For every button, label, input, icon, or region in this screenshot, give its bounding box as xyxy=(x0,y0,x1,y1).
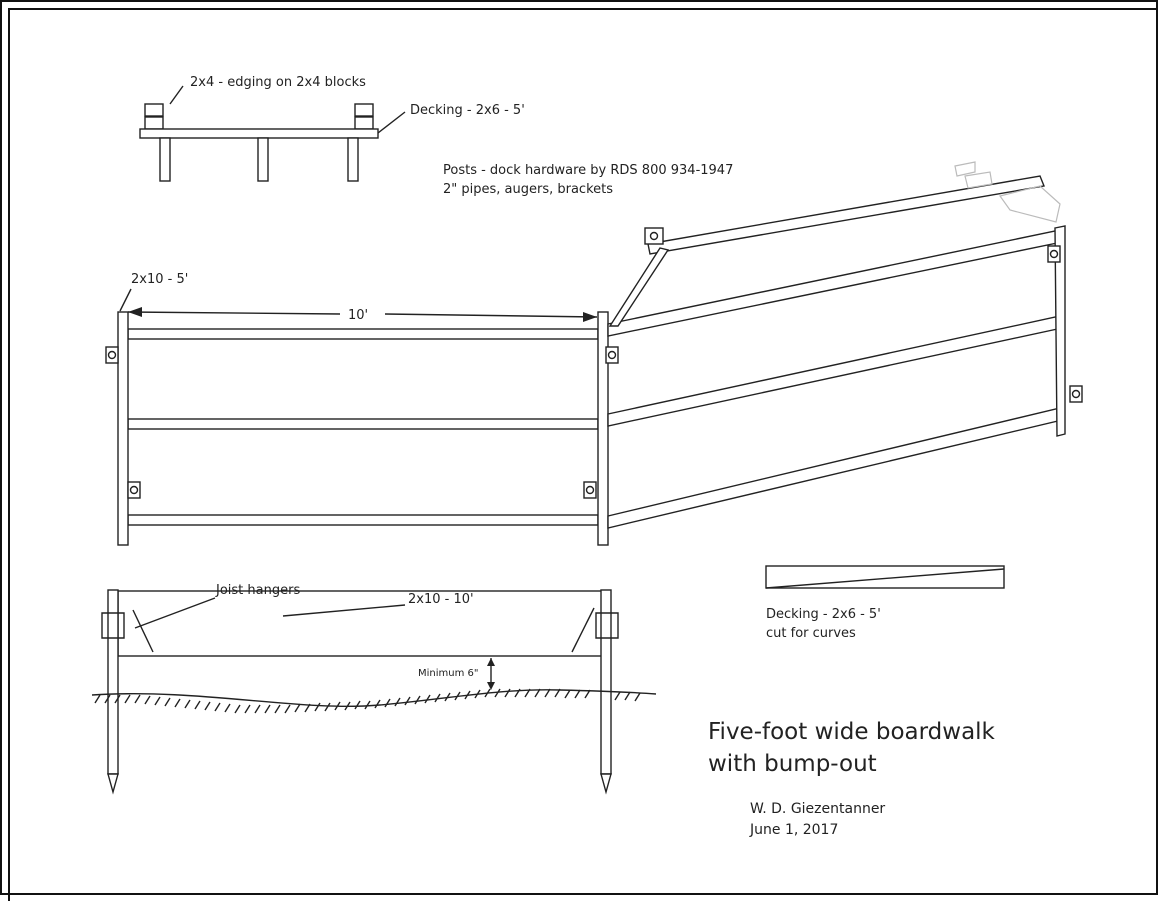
label-decking-cut-line2: cut for curves xyxy=(766,626,856,641)
leader-edging xyxy=(169,85,184,105)
label-joist-hangers: Joist hangers xyxy=(215,583,300,598)
side-elevation-view xyxy=(91,589,657,795)
bracket-6 xyxy=(1069,385,1083,403)
arrowhead-right xyxy=(583,312,597,322)
elevation-post-left xyxy=(107,589,119,775)
label-decking-cut-line1: Decking - 2x6 - 5' xyxy=(766,607,881,622)
edging-block-left-top xyxy=(144,103,164,117)
label-rim-board: 2x10 - 5' xyxy=(131,272,188,287)
ground-line xyxy=(91,689,657,707)
bracket-6-hole xyxy=(1071,389,1081,399)
label-joist: 2x10 - 10' xyxy=(408,592,474,607)
bracket-3 xyxy=(583,481,597,499)
bracket-upper-hole xyxy=(649,231,659,241)
joist-hanger-right xyxy=(571,607,595,653)
bracket-1 xyxy=(105,346,119,364)
post-center xyxy=(257,137,269,182)
post-tip-left xyxy=(107,773,119,795)
clearance-arrow-up xyxy=(487,658,495,666)
post-right xyxy=(347,137,359,182)
arrowhead-left xyxy=(128,307,142,317)
angled-beam-bottom xyxy=(607,407,1063,529)
bracket-1-hole xyxy=(107,350,117,360)
beam-top xyxy=(127,328,599,340)
bracket-4-hole xyxy=(607,350,617,360)
author-date: June 1, 2017 xyxy=(749,822,838,838)
rim-board-far xyxy=(1054,225,1066,437)
inner-border xyxy=(8,8,1157,901)
post-left xyxy=(159,137,171,182)
elevation-post-right xyxy=(600,589,612,775)
title-line1: Five-foot wide boardwalk xyxy=(708,719,996,745)
bracket-2-hole xyxy=(129,485,139,495)
edging-block-left-bottom xyxy=(144,116,164,130)
label-span: 10' xyxy=(348,308,368,323)
leader-joist xyxy=(282,604,406,617)
bracket-3-hole xyxy=(585,485,595,495)
leader-joist-hangers xyxy=(134,597,216,629)
ground-hatching xyxy=(94,688,641,714)
rim-board-left xyxy=(117,311,129,546)
label-decking-top: Decking - 2x6 - 5' xyxy=(410,103,525,118)
hanger-brackets xyxy=(101,612,619,639)
dimension-line-left xyxy=(127,311,341,315)
rim-board-middle xyxy=(597,311,609,546)
faded-deck-board xyxy=(647,175,1045,255)
diagonal-brace xyxy=(608,247,670,327)
label-posts-line1: Posts - dock hardware by RDS 800 934-194… xyxy=(443,163,733,178)
label-minimum: Minimum 6" xyxy=(418,668,478,679)
leader-decking xyxy=(377,111,406,134)
decking-cut-board xyxy=(765,565,1005,589)
decking-cut-detail xyxy=(765,565,1005,589)
title-line2: with bump-out xyxy=(708,751,877,777)
post-tip-right xyxy=(600,773,612,795)
leader-rim-board xyxy=(119,288,132,312)
label-edging: 2x4 - edging on 2x4 blocks xyxy=(190,75,366,90)
author-name: W. D. Giezentanner xyxy=(750,801,885,817)
label-posts-line2: 2" pipes, augers, brackets xyxy=(443,182,613,197)
bracket-2 xyxy=(127,481,141,499)
bracket-4 xyxy=(605,346,619,364)
plan-view xyxy=(105,161,1083,546)
edging-block-right-bottom xyxy=(354,116,374,130)
bracket-5-hole xyxy=(1049,249,1059,259)
decking-board xyxy=(139,128,379,139)
bracket-upper xyxy=(644,227,664,245)
beam-bottom xyxy=(127,514,599,526)
faded-sketch xyxy=(954,161,1061,223)
cross-section-view xyxy=(139,85,406,182)
joist-beam xyxy=(117,590,607,657)
dimension-line-right xyxy=(384,313,598,318)
joist-hanger-left xyxy=(132,609,154,653)
decking-cut-line xyxy=(765,568,1005,589)
clearance-arrow-down xyxy=(487,682,495,690)
bracket-5 xyxy=(1047,245,1061,263)
angled-beam-middle xyxy=(607,315,1063,427)
beam-middle xyxy=(127,418,599,430)
edging-block-right-top xyxy=(354,103,374,117)
